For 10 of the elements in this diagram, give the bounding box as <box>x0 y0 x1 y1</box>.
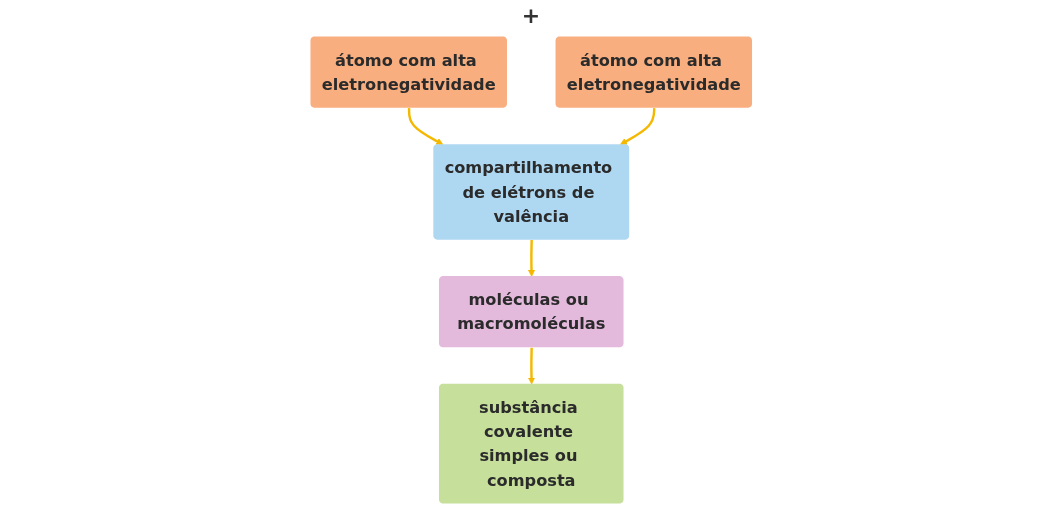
arrow <box>619 108 656 145</box>
node-box: substância covalente simples ou composta <box>438 383 624 504</box>
node-box: compartilhamento de elétrons de valência <box>433 144 629 240</box>
plus-sign: + <box>521 2 541 28</box>
node-box: átomo com alta eletronegatividade <box>555 36 752 108</box>
node-box: moléculas ou macromoléculas <box>438 276 624 348</box>
arrow <box>527 240 535 277</box>
arrow <box>527 347 535 385</box>
node-box: átomo com alta eletronegatividade <box>310 36 507 108</box>
arrow <box>407 108 443 145</box>
